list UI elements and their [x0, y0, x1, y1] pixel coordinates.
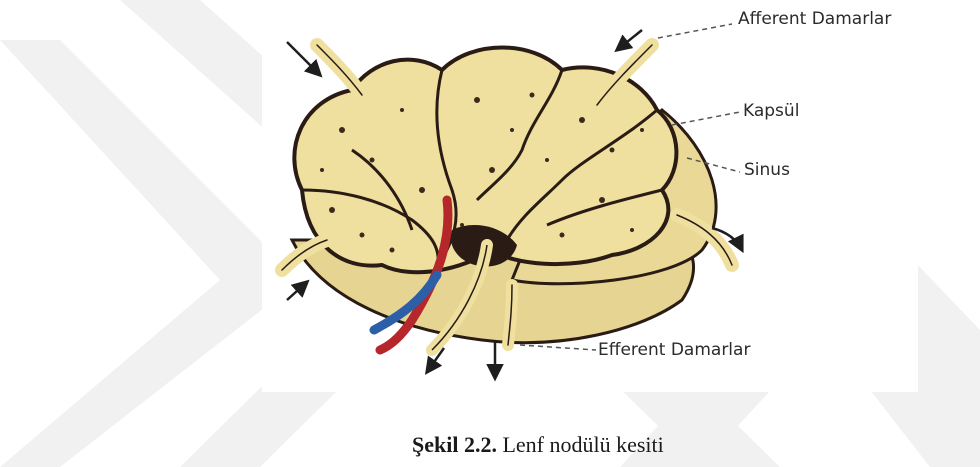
caption-number: Şekil 2.2. [412, 432, 497, 457]
label-efferent-vessels: Efferent Damarlar [598, 340, 750, 360]
label-capsule: Kapsül [743, 101, 799, 121]
label-sinus: Sinus [744, 160, 790, 180]
figure-caption: Şekil 2.2. Lenf nodülü kesiti [412, 432, 664, 458]
label-afferent-vessels: Afferent Damarlar [738, 9, 891, 29]
caption-text: Lenf nodülü kesiti [497, 432, 664, 457]
lymph-node-illustration [262, 0, 918, 392]
